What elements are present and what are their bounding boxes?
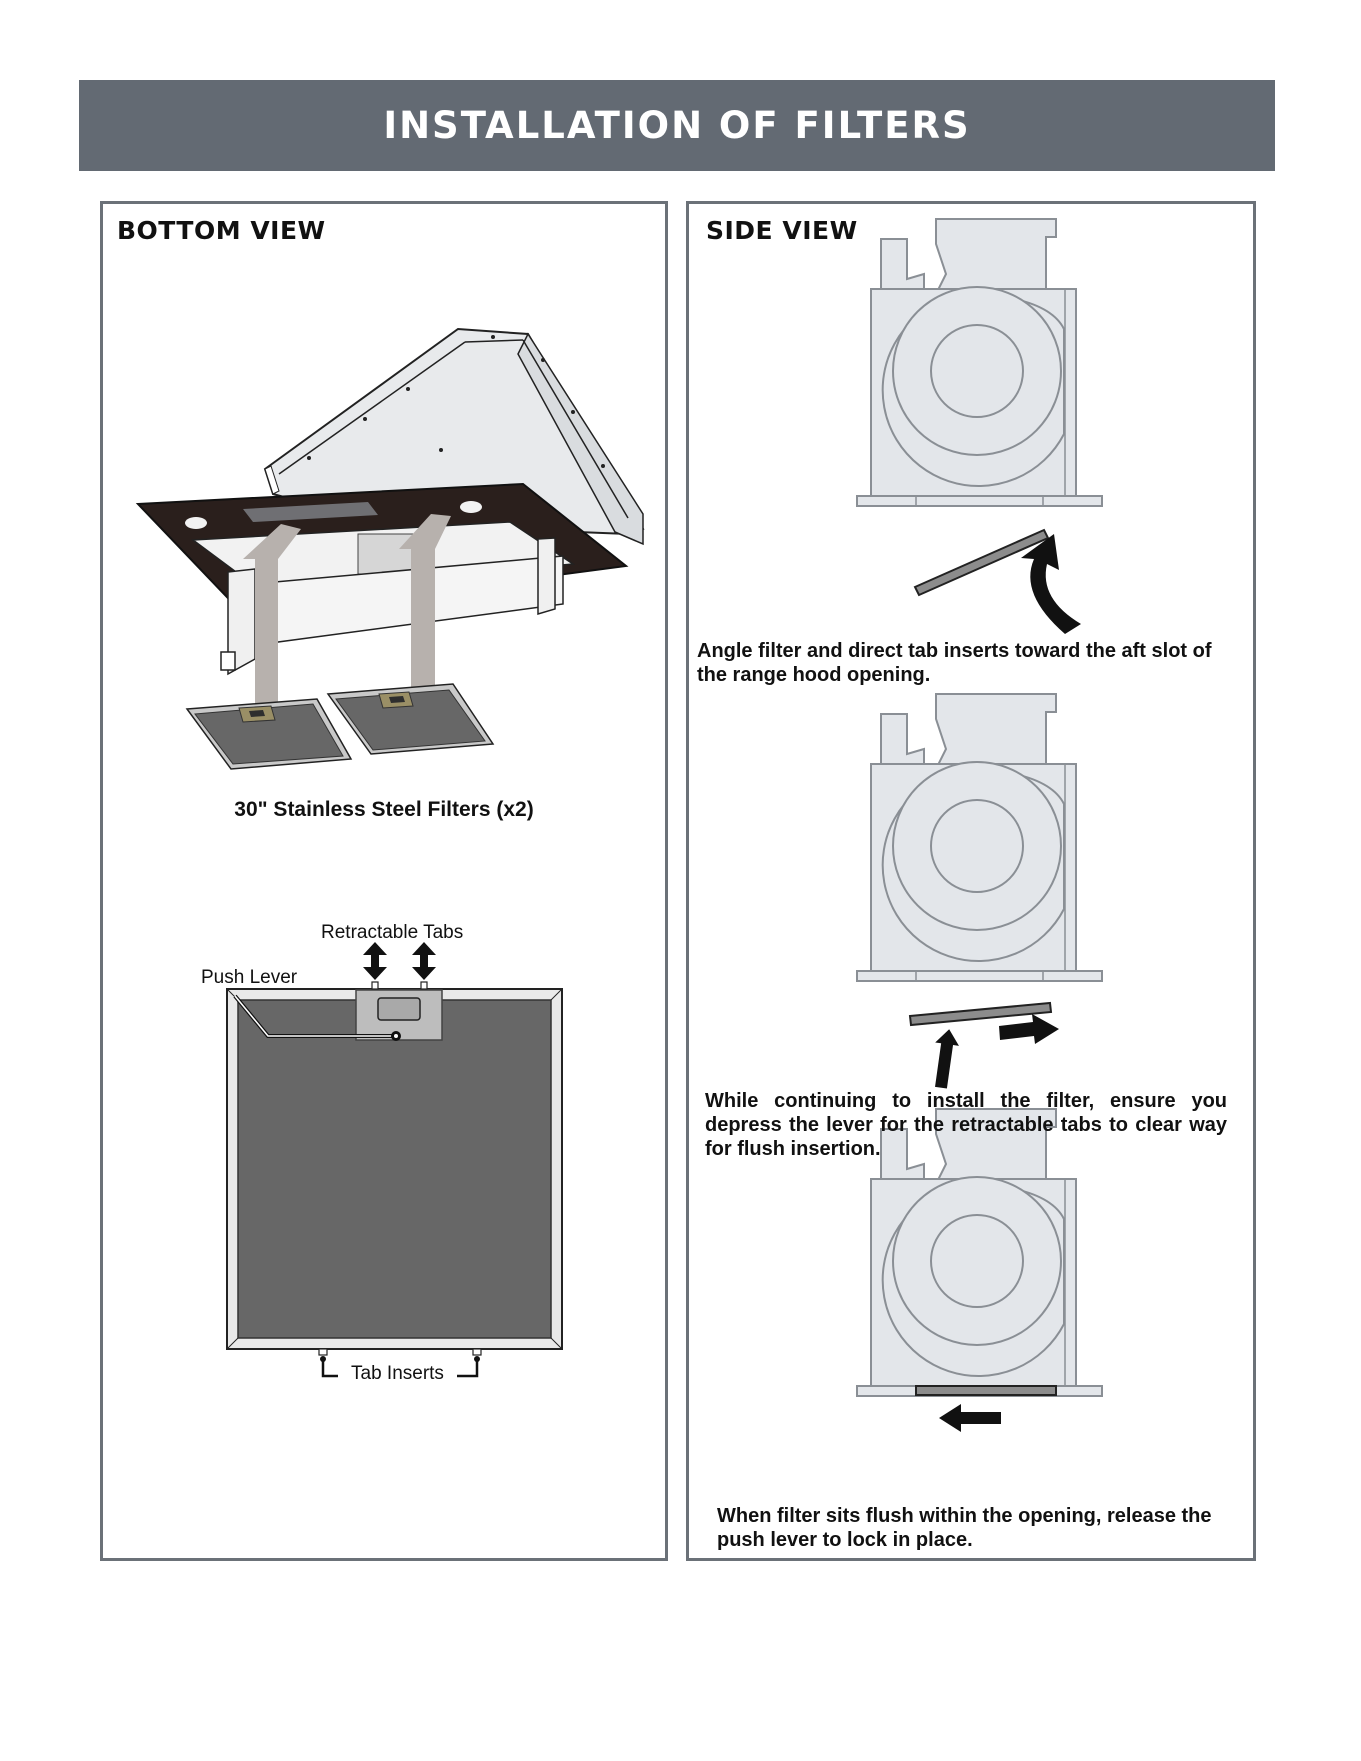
filters-caption: 30" Stainless Steel Filters (x2) — [234, 798, 534, 821]
curved-arrow-icon — [1021, 534, 1081, 634]
tab-inserts-label: Tab Inserts — [351, 1363, 444, 1384]
left-arrow-icon — [939, 1404, 1001, 1432]
filter-flush — [915, 1385, 1057, 1396]
bottom-view-panel: BOTTOM VIEW — [100, 201, 668, 1561]
filter-diagram — [226, 942, 563, 1378]
filter-angled — [913, 528, 1050, 597]
step1-text: Angle filter and direct tab inserts towa… — [697, 640, 1212, 686]
filter-mesh — [237, 999, 552, 1339]
upward-arrow-right — [399, 514, 451, 694]
retractable-tabs-label: Retractable Tabs — [321, 922, 464, 943]
hood-side-step2 — [856, 693, 1103, 982]
header-banner: INSTALLATION OF FILTERS — [79, 80, 1275, 171]
step3-text: When filter sits flush within the openin… — [717, 1505, 1212, 1551]
up-arrow-icon — [935, 1029, 959, 1089]
push-lever-label: Push Lever — [201, 967, 298, 988]
bottom-view-title: BOTTOM VIEW — [117, 216, 326, 245]
step2-text: While continuing to install the filter, … — [705, 1090, 1227, 1160]
side-view-title: SIDE VIEW — [706, 216, 858, 245]
side-view-panel: SIDE VIEW — [686, 201, 1256, 1561]
right-arrow-icon — [999, 1014, 1059, 1044]
upward-arrow-left — [243, 524, 301, 704]
filter-nearly-flush — [908, 1001, 1053, 1027]
range-hood-illustration — [135, 327, 645, 770]
push-lever — [377, 997, 421, 1021]
hood-side-step1 — [856, 218, 1103, 507]
page-title: INSTALLATION OF FILTERS — [383, 104, 971, 147]
retractable-tab-arrow-left — [363, 942, 387, 980]
retractable-tab-arrow-right — [412, 942, 436, 980]
side-view-diagrams — [856, 218, 1103, 1432]
